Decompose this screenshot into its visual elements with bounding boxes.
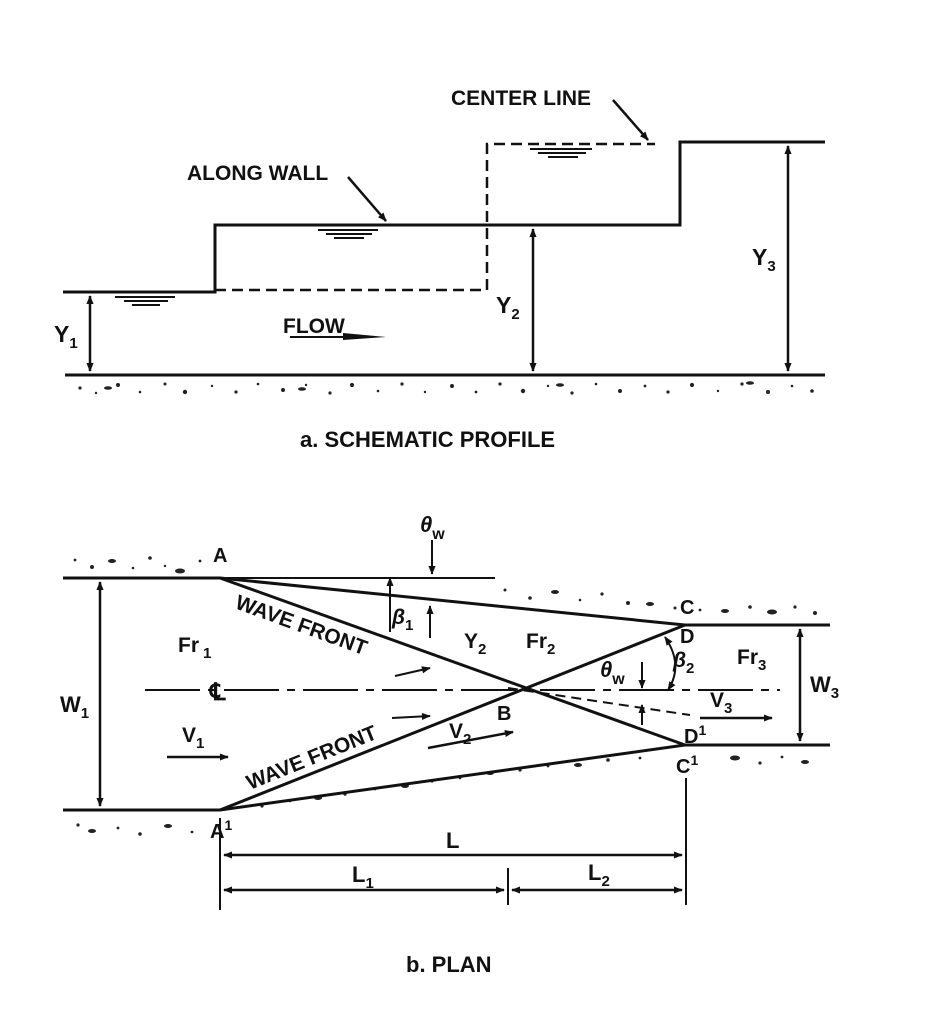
schematic-profile: CENTER LINE ALONG WALL FLOW Y1 Y2 Y3 a. …	[54, 87, 825, 452]
water-surface-center-line	[215, 142, 655, 292]
center-line-leader-arrow	[612, 99, 649, 141]
wave-front-line-bottom	[219, 623, 686, 812]
plan-view: A A1 B C C1 D D1 θw β1 WAVE FRONT WAVE F…	[60, 512, 839, 977]
beta2-arc-arrow	[664, 636, 677, 691]
theta-w-mid-label: θw	[600, 657, 625, 688]
theta-w-top-label: θw	[420, 512, 445, 543]
plan-wall-bottom	[63, 743, 830, 812]
theta-w-reference-line	[507, 687, 691, 716]
depth-y2-label: Y2	[496, 292, 520, 323]
v2-arrow	[427, 729, 514, 750]
center-line-label: CENTER LINE	[451, 87, 591, 110]
v1-label: V1	[182, 724, 204, 752]
wave-front-label-bottom: WAVE FRONT	[243, 721, 380, 794]
y2-plan-label: Y2	[464, 630, 486, 658]
plan-caption: b. PLAN	[406, 952, 492, 977]
wave-front-line-top	[219, 576, 686, 747]
width-w1-label: W1	[60, 692, 89, 722]
fr3-label: Fr3	[737, 646, 766, 674]
v3-label: V3	[710, 689, 732, 717]
depth-y3-label: Y3	[752, 244, 776, 275]
point-b-label: B	[497, 703, 511, 725]
along-wall-leader-arrow	[347, 176, 387, 222]
point-a1-label: A1	[210, 817, 232, 843]
water-surface-along-wall	[63, 140, 825, 294]
point-d-label: D	[680, 626, 694, 648]
point-c1-label: C1	[676, 752, 698, 778]
plan-wall-top	[63, 576, 830, 627]
depth-y1-label: Y1	[54, 321, 78, 352]
wave-front-bottom-leader	[391, 712, 431, 721]
centerline-symbol: ℄	[209, 679, 226, 706]
water-surface-marks	[115, 148, 592, 306]
plan-bank-texture	[73, 556, 817, 836]
along-wall-label: ALONG WALL	[187, 162, 328, 185]
beta1-label: β1	[391, 606, 413, 634]
fr2-label: Fr2	[526, 630, 555, 658]
dim-l2-label: L2	[588, 860, 610, 890]
wave-front-top-leader	[394, 666, 431, 677]
width-w3-label: W3	[810, 672, 839, 702]
dim-l1-label: L1	[352, 862, 374, 892]
point-c-label: C	[680, 597, 694, 619]
point-d1-label: D1	[684, 722, 706, 748]
dim-l-label: L	[446, 828, 459, 853]
profile-caption: a. SCHEMATIC PROFILE	[300, 427, 555, 452]
flow-label: FLOW	[283, 315, 345, 338]
point-a-label: A	[213, 545, 227, 567]
profile-bed-texture	[78, 381, 814, 395]
beta2-label: β2	[672, 649, 694, 677]
flow-arrow-icon	[343, 333, 386, 340]
